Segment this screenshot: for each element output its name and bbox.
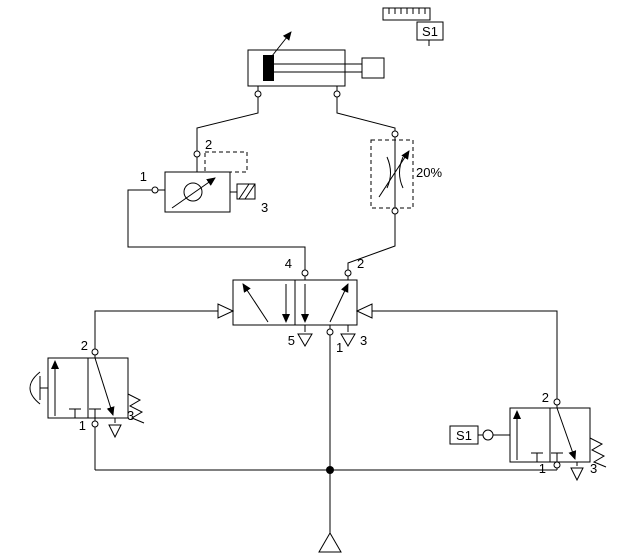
- actuator-label: S1: [456, 428, 472, 443]
- flow-arrow-icon: [329, 283, 349, 323]
- port-node-1[interactable]: [553, 461, 561, 469]
- port-node-1[interactable]: [91, 420, 99, 428]
- push-button-icon[interactable]: [29, 371, 48, 405]
- motion-arrow-icon: [271, 31, 292, 57]
- quick-exhaust-valve[interactable]: 2 1 3: [140, 137, 268, 215]
- port-node-2[interactable]: [553, 398, 561, 406]
- s1-marker-label: S1: [422, 24, 438, 39]
- cylinder-piston: [263, 55, 274, 81]
- exhaust-triangle-3: [108, 424, 122, 439]
- port-node-4[interactable]: [301, 269, 309, 277]
- roller-actuator-icon[interactable]: S1: [449, 425, 510, 445]
- throttle-arc: [386, 156, 391, 189]
- dashed-frame: [370, 139, 414, 209]
- port-label-2: 2: [542, 390, 549, 405]
- pilot-triangle-left: [217, 303, 235, 319]
- port-node[interactable]: [333, 90, 341, 98]
- flow-arrow-icon: [171, 177, 216, 209]
- cylinder-body: [247, 49, 346, 87]
- wire-cylinder-left: [196, 97, 259, 151]
- setting-label: 20%: [416, 165, 442, 180]
- wire-flow-control-to-port2: [347, 214, 396, 270]
- air-source[interactable]: [318, 532, 342, 553]
- wire-pilot-right: [372, 310, 558, 400]
- main-valve-5-2[interactable]: 4 2 5 1 3: [217, 256, 373, 355]
- port-label-2: 2: [357, 256, 364, 271]
- port-label-5: 5: [288, 333, 295, 348]
- port-label-1: 1: [539, 461, 546, 476]
- port-node-2[interactable]: [91, 348, 99, 356]
- port-label-4: 4: [285, 256, 292, 271]
- pilot-triangle-right: [355, 303, 373, 319]
- port-label-3: 3: [127, 408, 134, 423]
- flow-arrow-icon: [242, 283, 269, 323]
- wire-cylinder-right: [336, 97, 396, 131]
- wire-pilot-left: [94, 310, 218, 349]
- cylinder[interactable]: [247, 31, 385, 98]
- roller-valve-3-2[interactable]: S1 2 1 3: [449, 390, 607, 482]
- port-label-2: 2: [81, 338, 88, 353]
- port-node[interactable]: [391, 130, 399, 138]
- dashed-frame: [204, 151, 248, 173]
- port-node-2[interactable]: [193, 150, 201, 158]
- adjust-arrow-icon: [378, 150, 410, 198]
- port-node-1[interactable]: [326, 328, 334, 336]
- port-node-1[interactable]: [151, 186, 159, 194]
- silencer-body: [236, 183, 256, 200]
- button-valve-3-2[interactable]: 2 1 3: [29, 338, 145, 439]
- return-spring-icon: [127, 393, 145, 424]
- roller-wheel: [482, 429, 494, 441]
- silencer-icon: [236, 183, 256, 200]
- button-cap: [29, 371, 41, 405]
- junction-dot: [326, 466, 334, 474]
- flow-arrow-icon: [94, 357, 115, 416]
- port-label-3: 3: [590, 461, 597, 476]
- connection-wires: [94, 97, 558, 533]
- port-label-3: 3: [360, 333, 367, 348]
- s1-marker-box: [416, 21, 444, 41]
- port-label-1: 1: [140, 169, 147, 184]
- port-node-2[interactable]: [344, 269, 352, 277]
- silencer-hatch: [244, 183, 256, 200]
- return-spring-icon: [589, 437, 607, 468]
- port-label-1: 1: [336, 340, 343, 355]
- exhaust-triangle-3: [570, 467, 584, 482]
- port-label-3: 3: [261, 200, 268, 215]
- source-triangle-icon: [318, 532, 342, 553]
- silencer-hatch: [238, 183, 250, 200]
- port-node[interactable]: [391, 207, 399, 215]
- port-label-1: 1: [79, 418, 86, 433]
- shuttle-icon: [183, 182, 203, 202]
- flow-arrow-icon: [556, 407, 577, 460]
- rod-end-block: [361, 57, 385, 79]
- distance-rule[interactable]: S1: [382, 7, 444, 46]
- port-label-2: 2: [205, 137, 212, 152]
- exhaust-triangle-3: [340, 333, 356, 347]
- wire-quick-exhaust-to-port4: [127, 189, 306, 270]
- exhaust-triangle-5: [297, 333, 313, 347]
- flow-control-valve[interactable]: 20%: [370, 130, 442, 215]
- port-node[interactable]: [254, 90, 262, 98]
